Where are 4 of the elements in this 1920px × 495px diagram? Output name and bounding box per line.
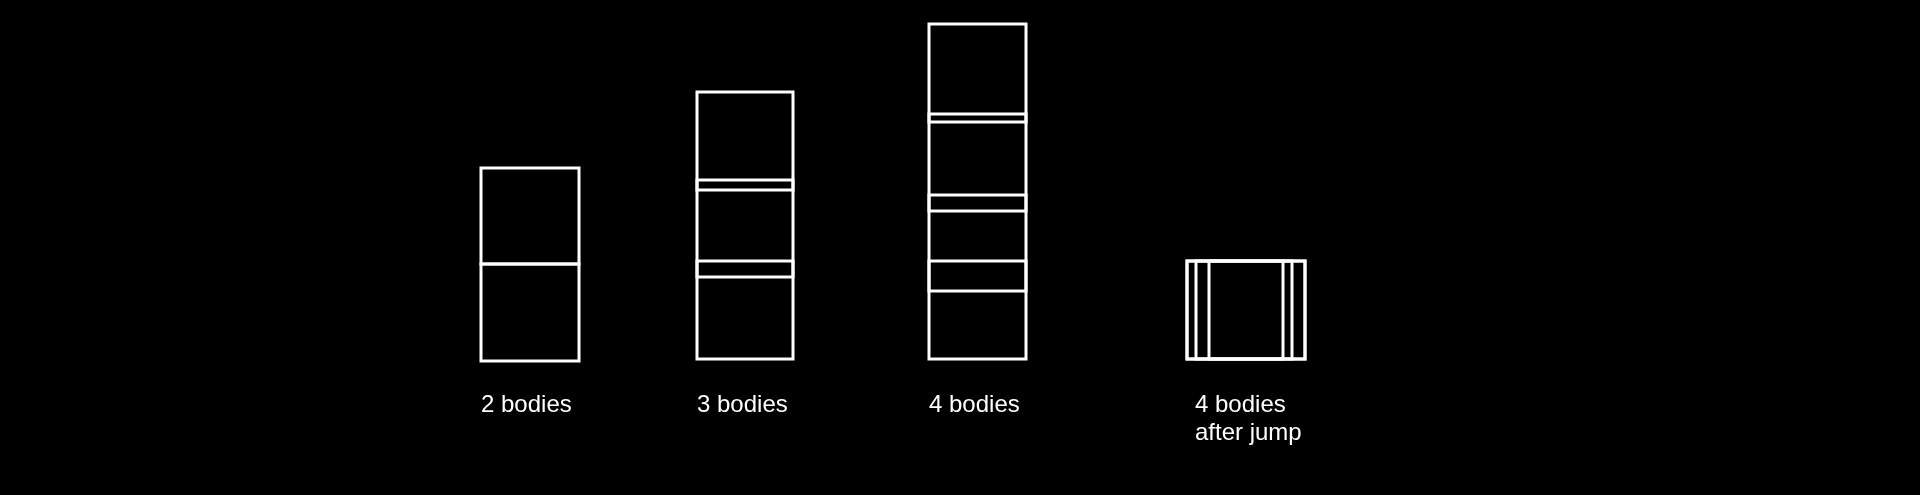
caption: 3 bodies <box>697 390 789 418</box>
caption: 4 bodies <box>929 390 1021 418</box>
caption: 2 bodies <box>481 390 573 418</box>
caption: 4 bodies after jump <box>1195 390 1303 446</box>
